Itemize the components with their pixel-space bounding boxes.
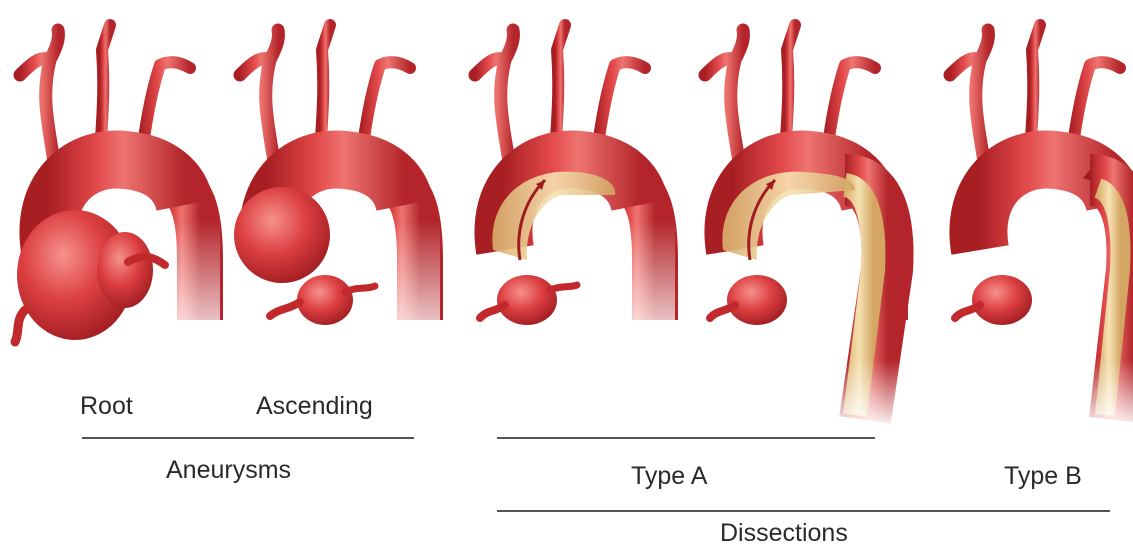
dissections-label: Dissections <box>720 521 848 546</box>
type-a-dissection-figure-2 <box>705 25 915 430</box>
root-aneurysm-figure <box>15 25 220 360</box>
aneurysms-rule <box>82 437 414 439</box>
dissections-rule <box>497 510 1110 512</box>
type-b-label: Type B <box>1004 464 1082 489</box>
ascending-aneurysm-figure <box>234 25 440 360</box>
ascending-label: Ascending <box>256 394 373 419</box>
type-a-dissection-figure-1 <box>475 25 675 360</box>
aneurysms-label: Aneurysms <box>166 458 291 483</box>
root-label: Root <box>80 394 133 419</box>
type-a-label: Type A <box>631 464 707 489</box>
type-a-rule <box>497 437 875 439</box>
type-b-dissection-figure <box>950 25 1133 430</box>
